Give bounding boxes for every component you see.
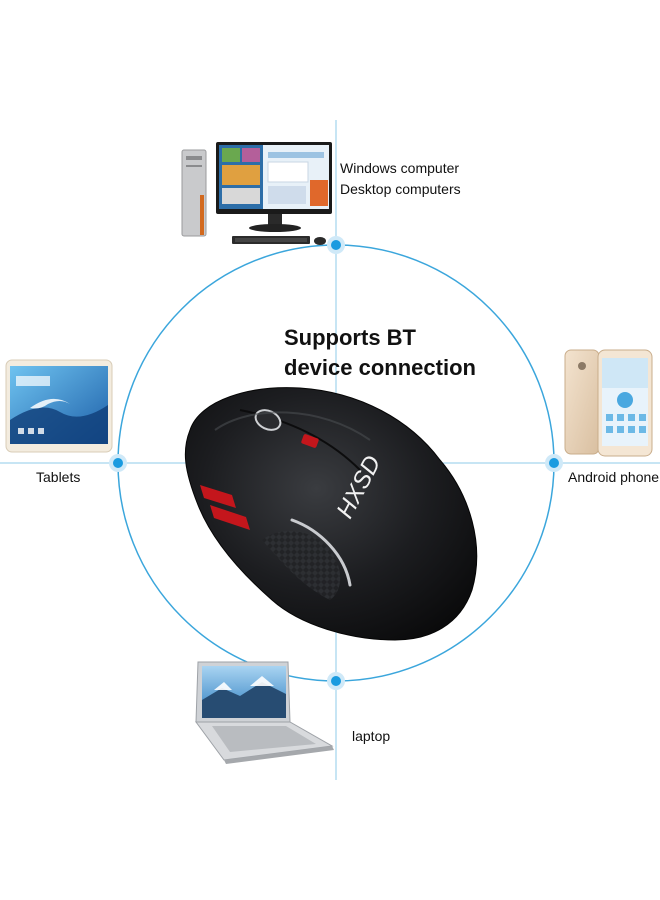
tablets-label: Tablets bbox=[36, 469, 81, 485]
desktop-computers-label: Desktop computers bbox=[340, 181, 461, 197]
smartphone-icon bbox=[564, 349, 653, 457]
headline-line-2: device connection bbox=[284, 355, 476, 380]
connection-node-left bbox=[109, 454, 127, 472]
windows-computer-label: Windows computer bbox=[340, 160, 460, 176]
laptop-label: laptop bbox=[352, 728, 391, 744]
connection-node-bottom bbox=[327, 672, 345, 690]
mouse-image: HXSD bbox=[184, 387, 478, 641]
connection-node-top bbox=[327, 236, 345, 254]
connection-node-right bbox=[545, 454, 563, 472]
desktop-computer-icon bbox=[181, 142, 332, 245]
headline: Supports BT device connection bbox=[284, 323, 476, 383]
laptop-icon bbox=[195, 661, 334, 764]
android-phone-label: Android phone bbox=[568, 469, 660, 485]
tablet-icon bbox=[5, 359, 113, 453]
headline-line-1: Supports BT bbox=[284, 325, 416, 350]
